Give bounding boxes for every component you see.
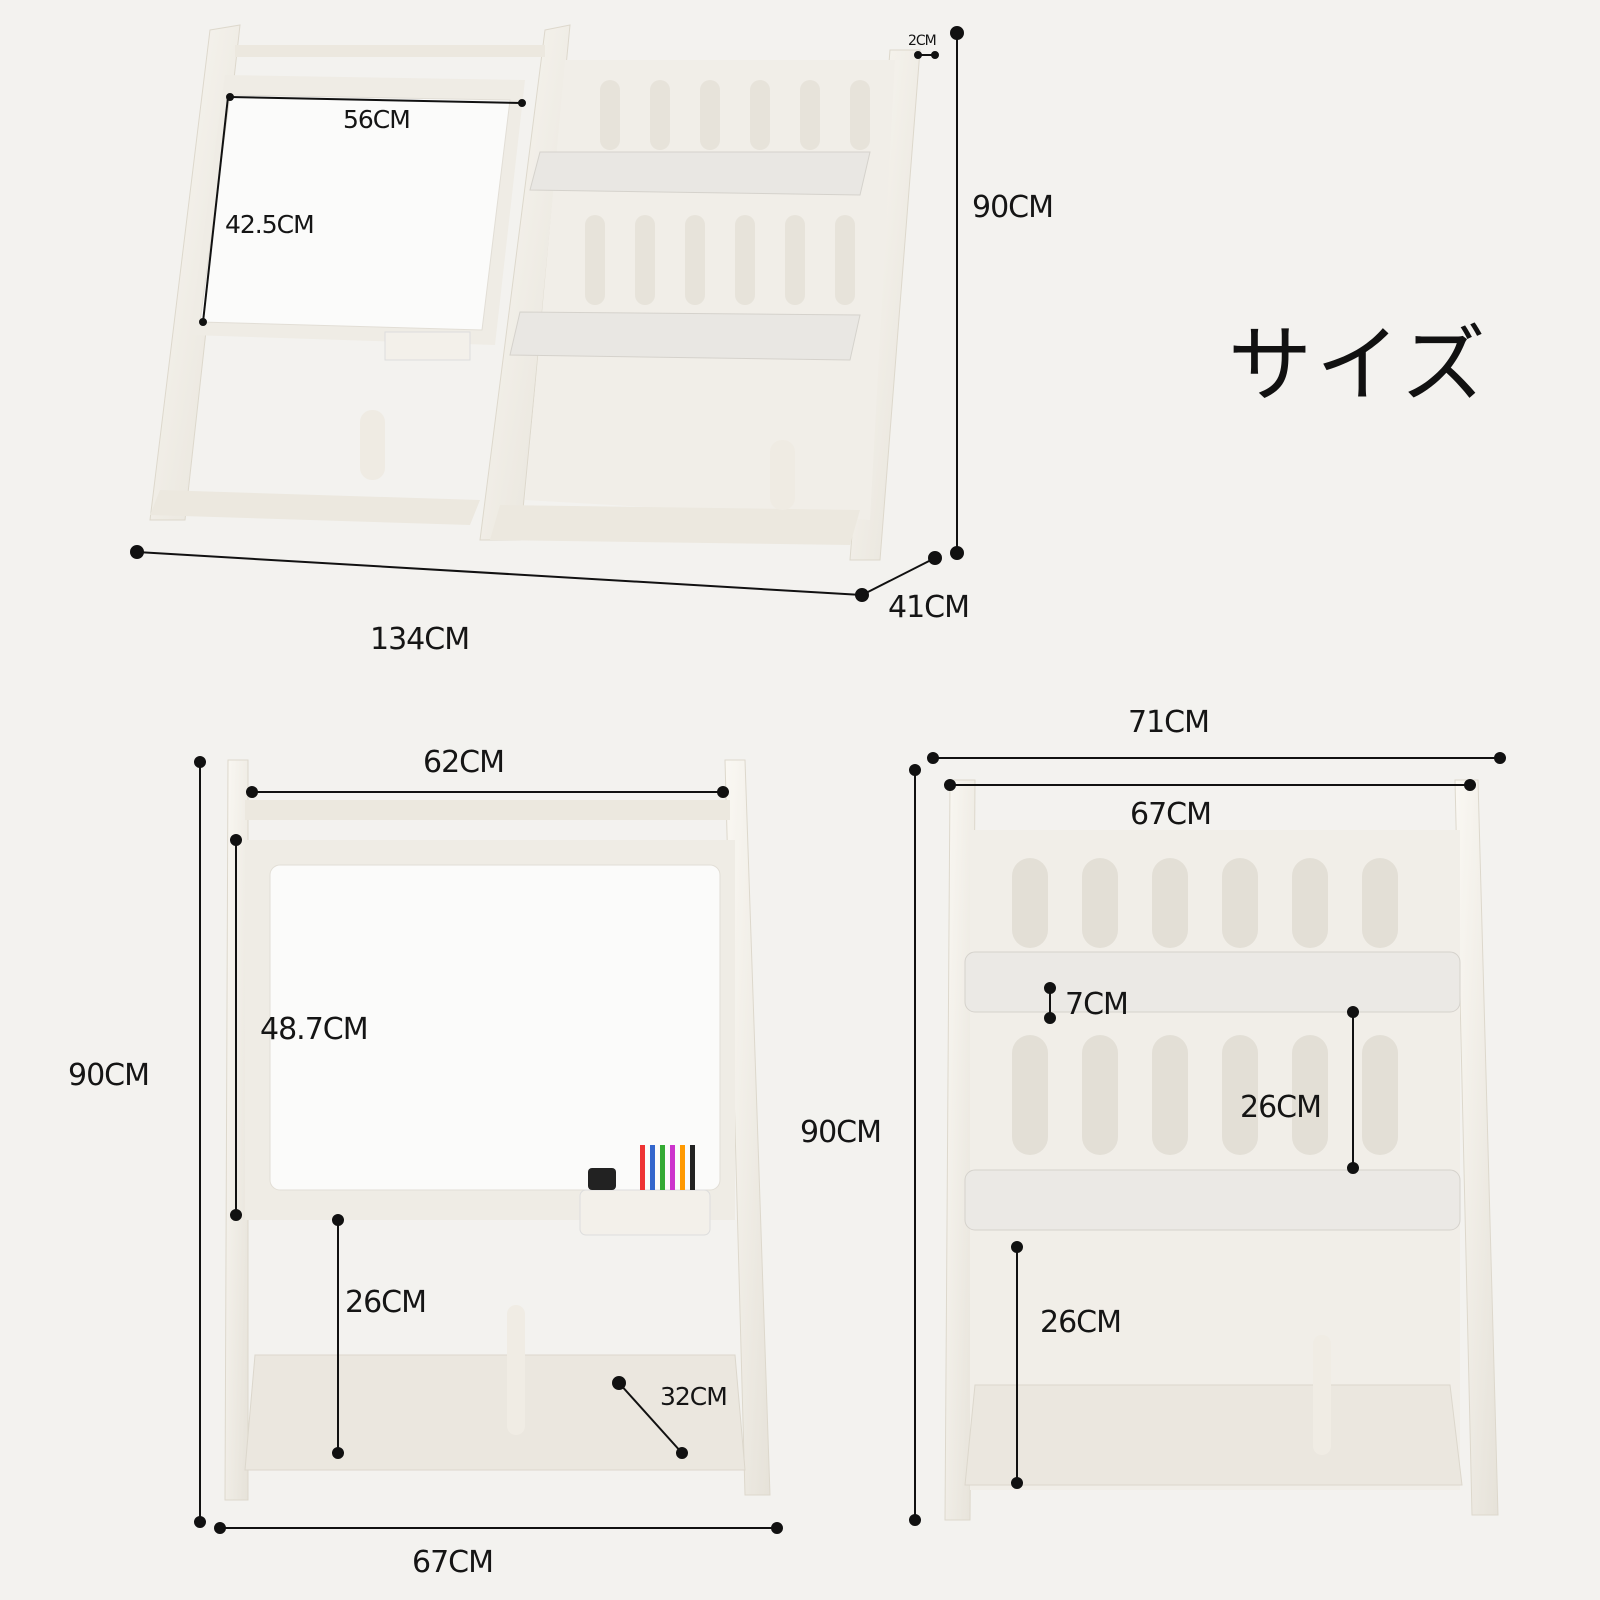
board-frame-width-label: 62CM: [423, 745, 505, 780]
tray-depth-label: 32CM: [660, 1382, 728, 1411]
bookshelf-side-image: [944, 779, 1499, 1521]
shelf-spacing-label: 26CM: [1240, 1090, 1322, 1125]
length-label: 134CM: [370, 622, 470, 657]
board-height-label: 48.7CM: [260, 1012, 369, 1047]
whiteboard-width-label: 56CM: [343, 105, 411, 134]
dimension-lines-top: [130, 26, 964, 602]
rail-label: 2CM: [908, 33, 937, 49]
combined-unit-image: [149, 24, 921, 561]
base-width-label: 67CM: [412, 1545, 494, 1580]
dimension-lines-easel: [194, 756, 783, 1534]
page-title: サイズ: [1228, 316, 1490, 414]
top-height-label: 90CM: [972, 190, 1054, 225]
depth-label: 41CM: [888, 590, 970, 625]
dimension-lines-shelf: [909, 752, 1506, 1526]
easel-side-image: [224, 759, 771, 1501]
inner-width-label: 67CM: [1130, 797, 1212, 832]
outer-width-label: 71CM: [1128, 705, 1210, 740]
shelf-height-label: 90CM: [800, 1115, 882, 1150]
bottom-spacing-label: 26CM: [1040, 1305, 1122, 1340]
easel-clearance-label: 26CM: [345, 1285, 427, 1320]
lip-height-label: 7CM: [1065, 987, 1129, 1022]
easel-height-label: 90CM: [68, 1058, 150, 1093]
whiteboard-height-label: 42.5CM: [225, 210, 315, 239]
